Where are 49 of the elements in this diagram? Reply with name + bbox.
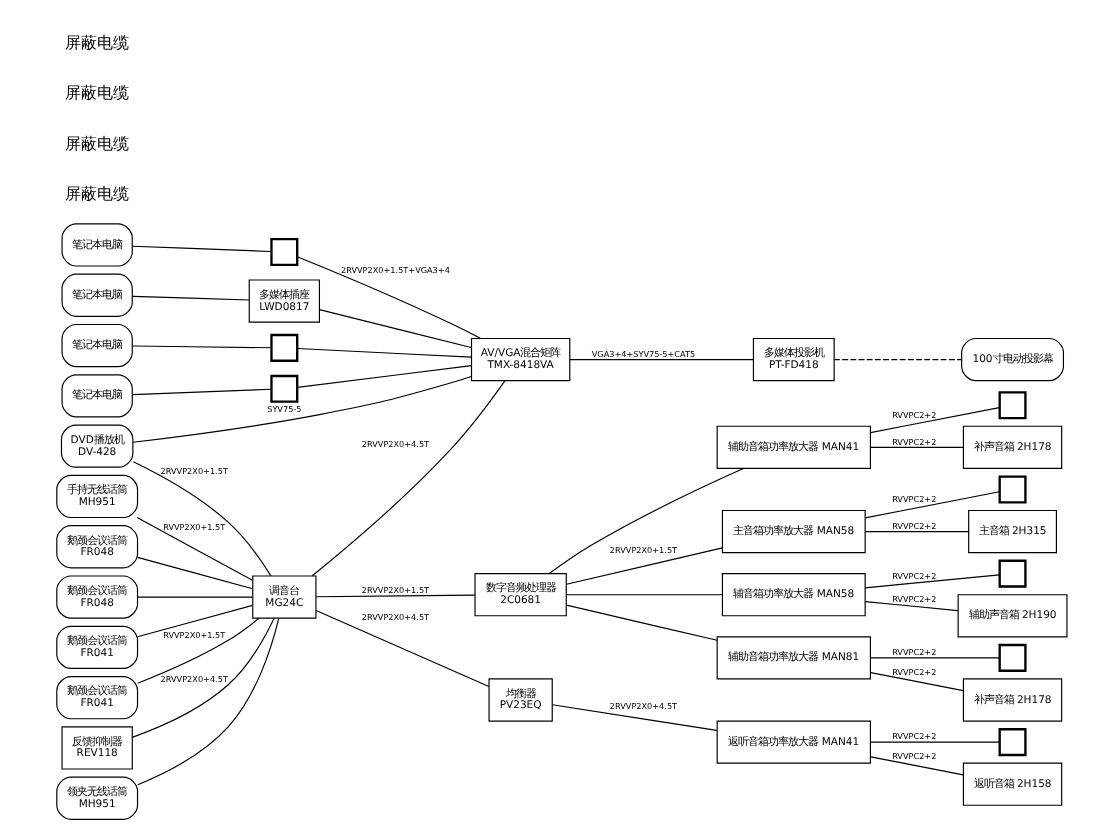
connector [131,387,271,395]
connector [564,546,722,584]
connector [295,255,480,338]
connector [135,555,253,589]
connector [832,358,961,360]
connector [135,515,252,580]
connector [314,593,475,597]
connector [131,460,271,576]
connector [131,374,471,442]
connector [136,616,279,785]
connector [564,593,722,595]
node-box [997,390,1026,419]
node-box [997,558,1026,587]
connector [869,671,963,691]
connector [314,608,489,687]
connector [295,346,471,357]
connector [131,344,271,348]
node-box [269,332,298,361]
connector [869,740,999,742]
connector [550,703,717,730]
connector [131,294,249,300]
connector [869,656,999,658]
connector [135,595,253,597]
connector [869,445,963,447]
connector [564,603,717,640]
label: 屏蔽电缆 [64,181,129,202]
node-box [997,474,1026,503]
connector [317,308,471,348]
label: 屏蔽电缆 [64,81,129,102]
connector [310,379,505,576]
connector [568,358,753,360]
connector [863,529,969,532]
label: 屏蔽电缆 [64,131,129,152]
connector [863,599,958,611]
connector [863,490,999,518]
connector [135,603,253,637]
node-box [269,236,298,265]
node-box [269,373,298,402]
connector [547,466,743,574]
connector [131,244,271,252]
connector [869,755,963,775]
label: 屏蔽电缆 [64,31,129,52]
connector [869,405,999,433]
node-box [997,642,1026,671]
connector [136,616,259,683]
connector [130,616,274,737]
connector [295,364,471,387]
connector [863,573,999,588]
node-box [997,727,1026,756]
